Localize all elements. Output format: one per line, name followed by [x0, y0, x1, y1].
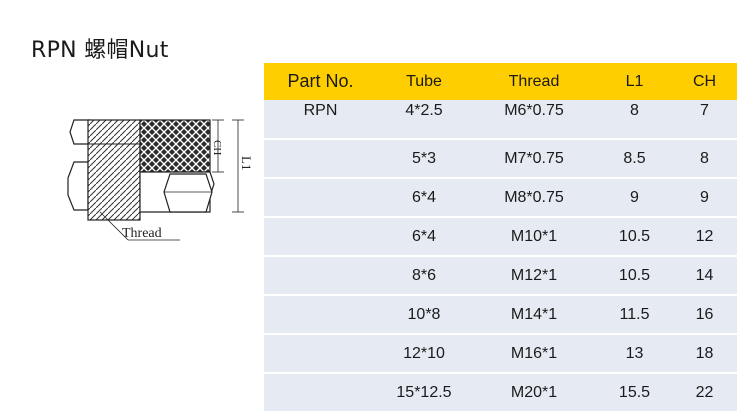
cell-part-no	[264, 138, 377, 177]
cell-ch: 9	[672, 177, 737, 216]
cell-thread: M14*1	[471, 294, 597, 333]
ch-label: CH	[211, 140, 223, 155]
table-header-row: Part No. Tube Thread L1 CH	[264, 63, 737, 100]
cell-part-no	[264, 333, 377, 372]
cell-l1: 9	[597, 177, 672, 216]
cell-thread: M6*0.75	[471, 100, 597, 138]
table-row: 5*3 M7*0.75 8.5 8	[264, 138, 737, 177]
cell-l1: 10.5	[597, 255, 672, 294]
header-tube: Tube	[377, 63, 471, 100]
cell-tube: 12*10	[377, 333, 471, 372]
cell-thread: M20*1	[471, 372, 597, 411]
table-row: 15*12.5 M20*1 15.5 22	[264, 372, 737, 411]
cell-part-no	[264, 216, 377, 255]
cell-thread: M10*1	[471, 216, 597, 255]
header-thread: Thread	[471, 63, 597, 100]
cell-thread: M12*1	[471, 255, 597, 294]
cell-ch: 16	[672, 294, 737, 333]
cell-part-no	[264, 294, 377, 333]
nut-technical-drawing: Thread CH L1	[60, 100, 260, 260]
cell-ch: 8	[672, 138, 737, 177]
cell-l1: 11.5	[597, 294, 672, 333]
spec-table: Part No. Tube Thread L1 CH RPN 4*2.5 M6*…	[264, 63, 737, 411]
page-title: RPN 螺帽Nut	[31, 38, 169, 63]
cell-tube: 4*2.5	[377, 100, 471, 138]
cell-ch: 18	[672, 333, 737, 372]
cell-thread: M7*0.75	[471, 138, 597, 177]
cell-ch: 7	[672, 100, 737, 138]
thread-label: Thread	[122, 226, 162, 241]
cell-ch: 12	[672, 216, 737, 255]
cell-ch: 14	[672, 255, 737, 294]
header-ch: CH	[672, 63, 737, 100]
table-row: RPN 4*2.5 M6*0.75 8 7	[264, 100, 737, 138]
header-l1: L1	[597, 63, 672, 100]
cell-tube: 5*3	[377, 138, 471, 177]
cell-tube: 15*12.5	[377, 372, 471, 411]
cell-part-no	[264, 255, 377, 294]
table-row: 6*4 M8*0.75 9 9	[264, 177, 737, 216]
l1-label: L1	[239, 156, 254, 170]
table-row: 8*6 M12*1 10.5 14	[264, 255, 737, 294]
cell-l1: 15.5	[597, 372, 672, 411]
table-row: 10*8 M14*1 11.5 16	[264, 294, 737, 333]
cell-thread: M8*0.75	[471, 177, 597, 216]
header-part-no: Part No.	[264, 63, 377, 100]
cell-part-no: RPN	[264, 100, 377, 138]
cell-l1: 8.5	[597, 138, 672, 177]
cell-part-no	[264, 177, 377, 216]
table-row: 6*4 M10*1 10.5 12	[264, 216, 737, 255]
cell-ch: 22	[672, 372, 737, 411]
cell-l1: 8	[597, 100, 672, 138]
cell-l1: 10.5	[597, 216, 672, 255]
table-row: 12*10 M16*1 13 18	[264, 333, 737, 372]
cell-part-no	[264, 372, 377, 411]
cell-tube: 10*8	[377, 294, 471, 333]
cell-tube: 6*4	[377, 177, 471, 216]
cell-l1: 13	[597, 333, 672, 372]
cell-tube: 6*4	[377, 216, 471, 255]
cell-tube: 8*6	[377, 255, 471, 294]
cell-thread: M16*1	[471, 333, 597, 372]
